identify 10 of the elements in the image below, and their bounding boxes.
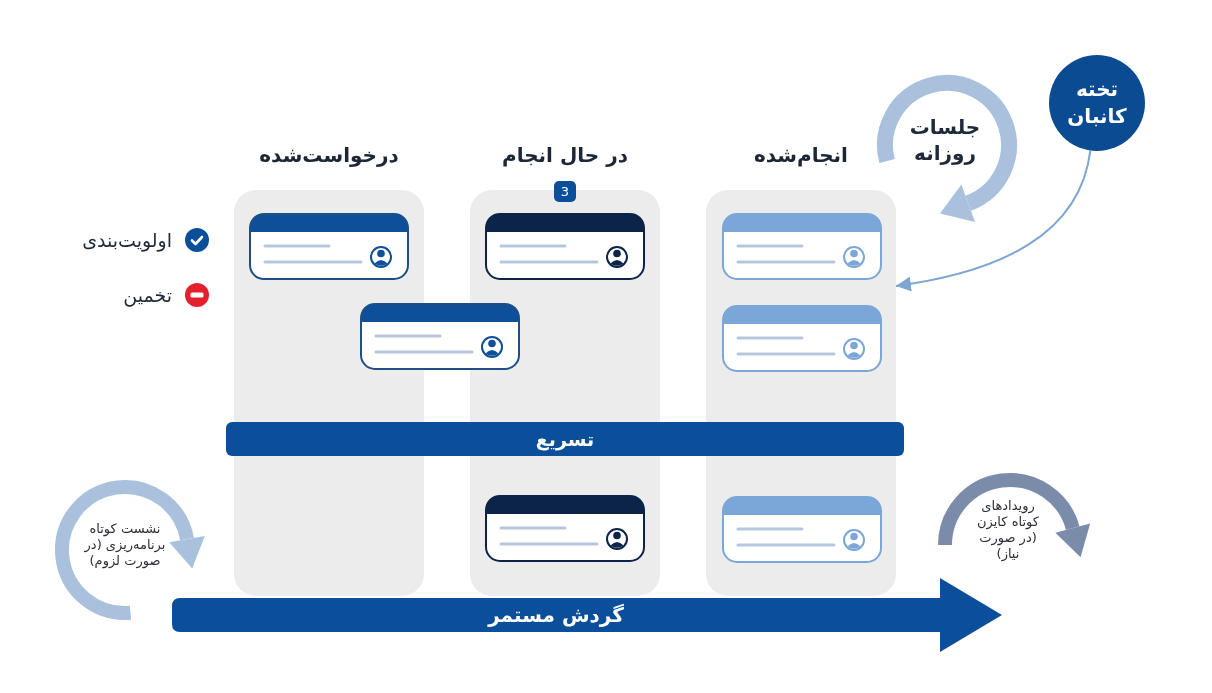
column-heading: درخواست‌شده <box>259 142 399 168</box>
arrow-label: گردش مستمر <box>488 602 624 628</box>
cycle-label: نشست کوتاه برنامه‌ریزی (در صورت لزوم) <box>83 521 167 569</box>
legend-text: اولویت‌بندی <box>81 228 172 253</box>
cycle-label: رویدادهای کوتاه کایزن (در صورت نیاز) <box>976 498 1040 562</box>
column-heading: در حال انجام <box>502 142 628 168</box>
legend-text: تخمین <box>122 283 172 308</box>
column-heading: انجام‌شده <box>754 142 848 168</box>
horizontal-band: تسریع <box>226 422 904 456</box>
count-badge: 3 <box>554 181 576 202</box>
